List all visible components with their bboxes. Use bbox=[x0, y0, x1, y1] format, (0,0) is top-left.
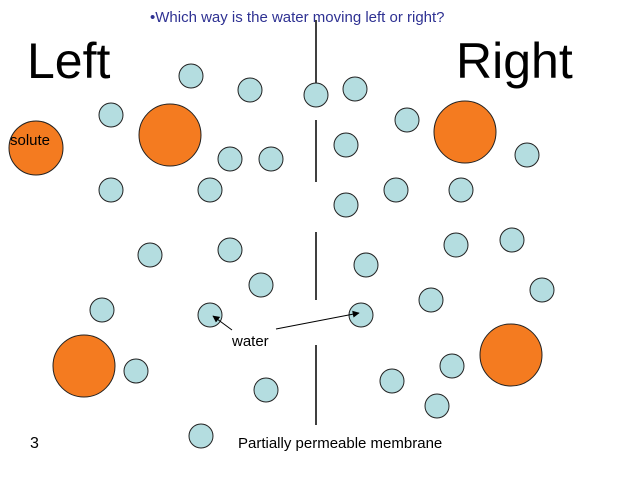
solute-label: solute bbox=[10, 132, 51, 149]
slide-number: 3 bbox=[30, 435, 39, 452]
water-molecule bbox=[529, 277, 555, 303]
water-molecule bbox=[123, 358, 149, 384]
water-molecule bbox=[217, 237, 243, 263]
water-molecule bbox=[333, 132, 359, 158]
solute-molecule bbox=[8, 120, 64, 176]
water-molecule bbox=[188, 423, 214, 449]
membrane-caption: Partially permeable membrane bbox=[238, 435, 443, 452]
water-molecule bbox=[499, 227, 525, 253]
water-molecule bbox=[217, 146, 243, 172]
solute-molecule bbox=[52, 334, 116, 398]
water-pointer-arrows bbox=[212, 310, 360, 331]
solute-molecule bbox=[138, 103, 202, 167]
water-molecule bbox=[137, 242, 163, 268]
solute-molecule bbox=[479, 323, 543, 387]
water-molecule bbox=[303, 82, 329, 108]
water-molecule bbox=[448, 177, 474, 203]
water-molecule bbox=[89, 297, 115, 323]
water-molecule bbox=[418, 287, 444, 313]
water-molecule bbox=[348, 302, 374, 328]
question-text: •Which way is the water moving left or r… bbox=[150, 9, 445, 26]
arrow-to-left-water-molecule bbox=[212, 315, 233, 331]
water-molecule bbox=[98, 102, 124, 128]
left-side-label: Left bbox=[27, 33, 111, 89]
water-molecule bbox=[98, 177, 124, 203]
water-molecule bbox=[379, 368, 405, 394]
water-molecule bbox=[394, 107, 420, 133]
water-molecule bbox=[443, 232, 469, 258]
water-molecule bbox=[342, 76, 368, 102]
water-molecule bbox=[197, 177, 223, 203]
water-molecule bbox=[383, 177, 409, 203]
water-molecule bbox=[333, 192, 359, 218]
water-molecule bbox=[353, 252, 379, 278]
water-molecules bbox=[89, 63, 555, 449]
solute-molecules bbox=[8, 100, 543, 398]
water-molecule bbox=[178, 63, 204, 89]
water-molecule bbox=[197, 302, 223, 328]
water-molecule bbox=[258, 146, 284, 172]
water-label: water bbox=[232, 333, 269, 350]
arrow-to-right-water-molecule bbox=[275, 310, 360, 330]
water-molecule bbox=[253, 377, 279, 403]
water-molecule bbox=[237, 77, 263, 103]
water-molecule bbox=[439, 353, 465, 379]
water-molecule bbox=[424, 393, 450, 419]
water-molecule bbox=[248, 272, 274, 298]
water-molecule bbox=[514, 142, 540, 168]
right-side-label: Right bbox=[456, 33, 573, 89]
solute-molecule bbox=[433, 100, 497, 164]
